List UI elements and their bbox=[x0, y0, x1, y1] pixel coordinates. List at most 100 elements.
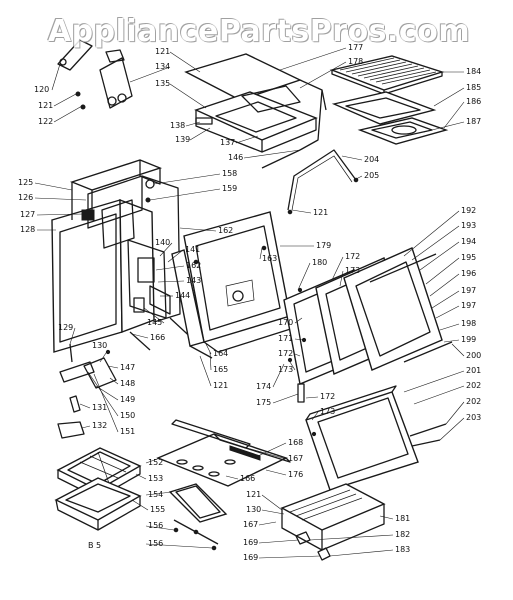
callout-139: 139 bbox=[175, 135, 190, 144]
leader-lines bbox=[34, 47, 465, 559]
callout-152: 152 bbox=[148, 458, 163, 467]
storage-drawer-assembly bbox=[280, 483, 386, 561]
callout-132: 132 bbox=[92, 421, 107, 430]
callout-178: 178 bbox=[348, 57, 363, 66]
callout-193: 193 bbox=[461, 221, 476, 230]
callout-177: 177 bbox=[348, 43, 363, 52]
callout-135: 135 bbox=[155, 79, 170, 88]
callout-162: 162 bbox=[218, 226, 233, 235]
callout-172: 172 bbox=[345, 252, 360, 261]
callout-173: 173 bbox=[320, 407, 335, 416]
callout-166: 166 bbox=[240, 474, 255, 483]
callout-202: 202 bbox=[466, 381, 481, 390]
callout-169: 169 bbox=[243, 538, 258, 547]
callout-187: 187 bbox=[466, 117, 481, 126]
callout-126: 126 bbox=[18, 193, 33, 202]
callout-186: 186 bbox=[466, 97, 481, 106]
callout-176: 176 bbox=[288, 470, 303, 479]
callout-168: 168 bbox=[288, 438, 303, 447]
callout-174: 174 bbox=[256, 382, 271, 391]
callout-199: 199 bbox=[461, 335, 476, 344]
callout-171: 171 bbox=[278, 334, 293, 343]
callout-197: 197 bbox=[461, 286, 476, 295]
callout-185: 185 bbox=[466, 83, 481, 92]
cabinet-body-assembly bbox=[51, 159, 199, 353]
callout-179: 179 bbox=[316, 241, 331, 250]
callout-121: 121 bbox=[313, 208, 328, 217]
kick-panel-assembly bbox=[168, 483, 228, 551]
callout-146: 146 bbox=[228, 153, 243, 162]
callout-167: 167 bbox=[243, 520, 258, 529]
callout-121: 121 bbox=[38, 101, 53, 110]
callout-162: 162 bbox=[186, 261, 201, 270]
callout-122: 122 bbox=[38, 117, 53, 126]
callout-149: 149 bbox=[120, 395, 135, 404]
callout-130: 130 bbox=[92, 341, 107, 350]
callout-175: 175 bbox=[256, 398, 271, 407]
callout-184: 184 bbox=[466, 67, 481, 76]
callout-194: 194 bbox=[461, 237, 476, 246]
callout-138: 138 bbox=[170, 121, 185, 130]
callout-121: 121 bbox=[155, 47, 170, 56]
element-panel-assembly bbox=[156, 419, 291, 487]
callout-173: 173 bbox=[278, 365, 293, 374]
callout-166: 166 bbox=[150, 333, 165, 342]
callout-153: 153 bbox=[148, 474, 163, 483]
callout-121: 121 bbox=[246, 490, 261, 499]
callout-150: 150 bbox=[120, 411, 135, 420]
callout-129: 129 bbox=[58, 323, 73, 332]
callout-200: 200 bbox=[466, 351, 481, 360]
callout-125: 125 bbox=[18, 178, 33, 187]
callout-163: 163 bbox=[262, 254, 277, 263]
rod-assembly bbox=[287, 149, 359, 215]
oven-door-assembly bbox=[283, 247, 453, 403]
callout-165: 165 bbox=[213, 365, 228, 374]
callout-192: 192 bbox=[461, 206, 476, 215]
callout-134: 134 bbox=[155, 62, 170, 71]
callout-130: 130 bbox=[246, 505, 261, 514]
callout-172: 172 bbox=[278, 349, 293, 358]
callout-131: 131 bbox=[92, 403, 107, 412]
callout-147: 147 bbox=[120, 363, 135, 372]
callout-137: 137 bbox=[220, 138, 235, 147]
callout-128: 128 bbox=[20, 225, 35, 234]
callout-167: 167 bbox=[288, 454, 303, 463]
callout-151: 151 bbox=[120, 427, 135, 436]
callout-172: 172 bbox=[320, 392, 335, 401]
callout-140: 140 bbox=[155, 238, 170, 247]
top-panel-assembly bbox=[184, 53, 327, 169]
callout-202: 202 bbox=[466, 397, 481, 406]
callout-173: 173 bbox=[345, 266, 360, 275]
callout-170: 170 bbox=[278, 318, 293, 327]
callout-159: 159 bbox=[222, 184, 237, 193]
callout-154: 154 bbox=[148, 490, 163, 499]
callout-143: 143 bbox=[186, 276, 201, 285]
callout-180: 180 bbox=[312, 258, 327, 267]
callout-121: 121 bbox=[213, 381, 228, 390]
callout-144: 144 bbox=[175, 291, 190, 300]
part-callouts: 120 121 122 121 134 135 177 178 184 185 186 187 138 1… bbox=[18, 43, 481, 562]
callout-120: 120 bbox=[34, 85, 49, 94]
callout-156: 156 bbox=[148, 539, 163, 548]
hinge-assembly bbox=[57, 331, 151, 439]
callout-203: 203 bbox=[466, 413, 481, 422]
callout-141: 141 bbox=[185, 245, 200, 254]
callout-204: 204 bbox=[364, 155, 379, 164]
callout-169: 169 bbox=[243, 553, 258, 562]
callout-201: 201 bbox=[466, 366, 481, 375]
callout-164: 164 bbox=[213, 349, 228, 358]
broiler-pan-assembly bbox=[54, 447, 142, 531]
callout-183: 183 bbox=[395, 545, 410, 554]
callout-158: 158 bbox=[222, 169, 237, 178]
callout-195: 195 bbox=[461, 253, 476, 262]
page-code: B 5 bbox=[88, 541, 101, 550]
callout-156: 156 bbox=[148, 521, 163, 530]
callout-145: 145 bbox=[147, 318, 162, 327]
grille-tray-assembly bbox=[329, 55, 449, 145]
drawer-front-assembly bbox=[305, 385, 447, 491]
callout-155: 155 bbox=[150, 505, 165, 514]
callout-182: 182 bbox=[395, 530, 410, 539]
callout-148: 148 bbox=[120, 379, 135, 388]
